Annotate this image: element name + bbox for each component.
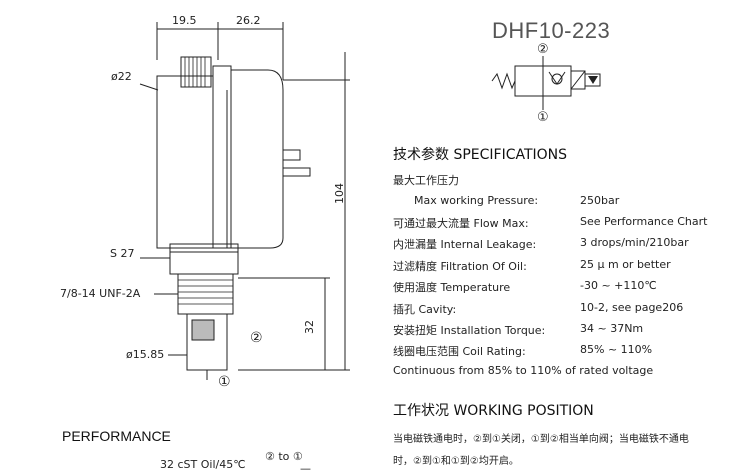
spec-value-torque: 34 ~ 37Nm: [580, 322, 644, 335]
performance-legend-line: —: [300, 462, 311, 475]
dimension-diameter-22: ø22: [111, 70, 132, 83]
symbol-port-2: ②: [537, 42, 549, 57]
spec-label-torque: 安装扭矩 Installation Torque:: [393, 324, 546, 337]
spec-value-pressure: 250bar: [580, 194, 620, 207]
dimension-26-2: 26.2: [236, 14, 261, 27]
spec-value-filtration: 25 μ m or better: [580, 258, 671, 271]
spec-label-coil: 线圈电压范围 Coil Rating:: [393, 345, 526, 358]
spec-value-cavity: 10-2, see page206: [580, 301, 684, 314]
spec-label-temperature: 使用温度 Temperature: [393, 281, 511, 294]
dimension-thread: 7/8-14 UNF-2A: [60, 287, 141, 300]
spec-value-leakage: 3 drops/min/210bar: [580, 236, 689, 249]
symbol-port-1: ①: [537, 110, 549, 125]
performance-flow-label: ② to ①: [265, 450, 303, 463]
dimension-19-5: 19.5: [172, 14, 197, 27]
performance-oil: 32 cST Oil/45℃: [160, 458, 246, 471]
working-line-2: 时，②到①和①到②均开启。: [393, 456, 519, 467]
port-1-label: ①: [218, 374, 231, 390]
specs-sub-heading: 最大工作压力: [393, 174, 459, 187]
spec-label-pressure: Max working Pressure:: [414, 194, 539, 207]
working-heading: 工作状况 WORKING POSITION: [393, 403, 594, 419]
spec-note: Continuous from 85% to 110% of rated vol…: [393, 364, 654, 377]
dimension-hex-s27: S 27: [110, 247, 135, 260]
working-line-1: 当电磁铁通电时，②到①关闭，①到②相当单向阀；当电磁铁不通电: [393, 434, 689, 445]
specs-heading: 技术参数 SPECIFICATIONS: [393, 147, 568, 163]
spec-label-filtration: 过滤精度 Filtration Of Oil:: [393, 260, 527, 273]
spec-value-coil: 85% ~ 110%: [580, 343, 653, 356]
dimension-diameter-15-85: ø15.85: [126, 348, 165, 361]
spec-label-cavity: 插孔 Cavity:: [393, 303, 457, 316]
spec-value-flow: See Performance Chart: [580, 215, 708, 228]
performance-heading: PERFORMANCE: [62, 428, 171, 444]
spec-label-leakage: 内泄漏量 Internal Leakage:: [393, 238, 537, 251]
model-title: DHF10-223: [492, 18, 611, 43]
spec-label-flow: 可通过最大流量 Flow Max:: [393, 217, 529, 230]
port-2-label: ②: [250, 330, 263, 346]
spec-value-temperature: -30 ~ +110℃: [580, 279, 657, 292]
